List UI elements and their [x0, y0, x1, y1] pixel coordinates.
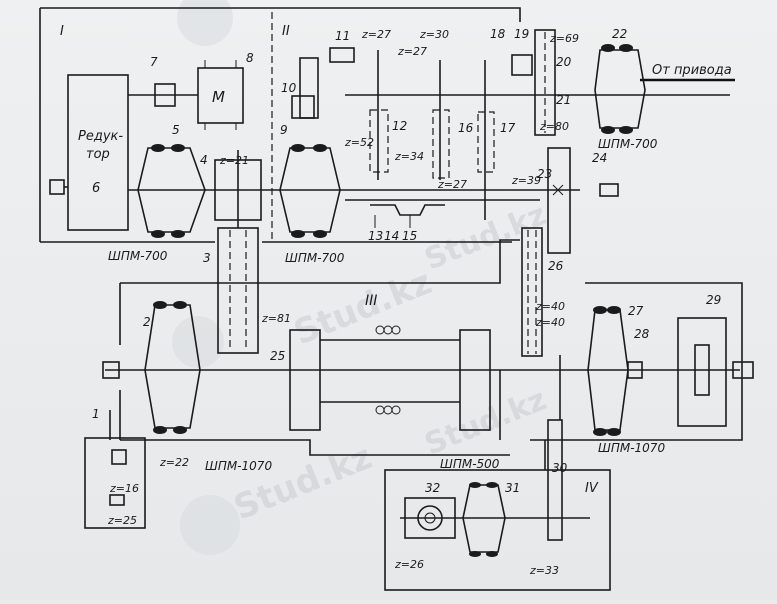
gear-4: 4 z=21: [200, 150, 262, 228]
watermark-logo: [172, 316, 224, 368]
connectors: [499, 355, 561, 470]
pulley-label: ШПМ-1070: [598, 441, 665, 455]
part-number-16: 16: [458, 121, 474, 135]
part-number-9: 9: [280, 123, 288, 137]
part-number-12: 12: [392, 119, 407, 133]
pulley-spm700-right: 22 ШПМ-700: [594, 27, 658, 151]
part-number-31: 31: [505, 481, 520, 495]
teeth-z27: z=27: [361, 28, 391, 41]
part-number-5: 5: [172, 123, 180, 137]
pulley-spm700-left: 5 ШПМ-700: [108, 123, 206, 263]
teeth-z27: z=27: [437, 178, 467, 191]
clutch-29: 29: [677, 293, 727, 427]
pulley-spm1070-left: 2 ШПМ-1070 z=22: [143, 301, 272, 473]
zone-aux-box: [84, 437, 146, 529]
pulley-spm700-middle: 9 ШПМ-700: [279, 123, 345, 265]
watermark-logo: [180, 495, 240, 555]
part-number-20: 20: [556, 55, 572, 69]
zone-four-mechanism: IV ШПМ-500 30 31 32 z=26 z=33: [394, 419, 599, 577]
zone-one-border: [39, 7, 521, 243]
part-number-19: 19: [514, 27, 529, 41]
part-number-21: 21: [556, 93, 571, 107]
part-number-18: 18: [490, 27, 506, 41]
watermark-text: Stud.kz: [228, 437, 377, 528]
pulley-label: ШПМ-500: [440, 457, 500, 471]
part-number-14: 14: [384, 229, 399, 243]
part-number-17: 17: [500, 121, 516, 135]
zone-label-four: IV: [585, 481, 599, 496]
teeth-z21: z=21: [219, 154, 249, 167]
teeth-z40: z=40: [535, 300, 565, 313]
part-number-3: 3: [203, 251, 211, 265]
part-number-22: 22: [612, 27, 627, 41]
part-number-11: 11: [335, 29, 350, 43]
part-number-15: 15: [402, 229, 417, 243]
part-number-24: 24: [592, 151, 607, 165]
part-number-2: 2: [143, 315, 151, 329]
watermark-logo: [177, 0, 233, 46]
motor-block: M 7 8: [128, 51, 254, 130]
pulley-label: ШПМ-700: [285, 251, 345, 265]
gearbox-zone-two: I II От привода 11 10 z=27 12 z=52 z=27 …: [60, 24, 735, 254]
motor-label: M: [212, 88, 225, 106]
zone-four-frame: [384, 469, 611, 591]
aux-mechanism-1: 1 z=16 z=25: [92, 407, 139, 527]
upper-shaft: [128, 189, 580, 201]
chain-drive-26: 26 z=40 z=40: [521, 227, 565, 357]
teeth-z40: z=40: [535, 316, 565, 329]
part-number-23: 23: [537, 167, 552, 181]
part-number-28: 28: [634, 327, 650, 341]
reducer-label: Редук-: [78, 129, 123, 144]
part-number-29: 29: [706, 293, 721, 307]
zone-label-three: III: [365, 293, 377, 309]
chain-drive-3: 3 z=81: [203, 227, 291, 354]
part-number-13: 13: [368, 229, 383, 243]
part-number-10: 10: [281, 81, 297, 95]
teeth-z27: z=27: [397, 45, 427, 58]
part-number-7: 7: [150, 55, 158, 69]
teeth-z26: z=26: [394, 558, 424, 571]
teeth-z81: z=81: [261, 312, 291, 325]
teeth-z25: z=25: [107, 514, 137, 527]
part-number-27: 27: [628, 304, 644, 318]
pulley-spm1070-right: 27 28 ШПМ-1070: [587, 304, 665, 455]
zone-label-two: II: [282, 24, 290, 39]
pulley-label: ШПМ-700: [108, 249, 168, 263]
teeth-z30: z=30: [419, 28, 449, 41]
teeth-z80: z=80: [539, 120, 569, 133]
zone-label-one: I: [60, 24, 64, 39]
teeth-z52: z=52: [344, 136, 374, 149]
teeth-z39: z=39: [511, 174, 541, 187]
teeth-z34: z=34: [394, 150, 424, 163]
part-number-30: 30: [552, 461, 568, 475]
pulley-label: ШПМ-1070: [205, 459, 272, 473]
lower-main-shaft: 25 III: [102, 293, 754, 431]
reducer-block: Редук- тор 6: [49, 74, 129, 231]
part-number-25: 25: [270, 349, 285, 363]
part-number-26: 26: [548, 259, 564, 273]
part-number-4: 4: [200, 153, 208, 167]
teeth-z69: z=69: [549, 32, 579, 45]
part-number-1: 1: [92, 407, 100, 421]
watermark-text: Stud.kz: [420, 382, 551, 462]
teeth-z22: z=22: [159, 456, 189, 469]
teeth-z16: z=16: [109, 482, 139, 495]
reducer-label: тор: [86, 147, 110, 162]
drive-label: От привода: [652, 63, 732, 78]
part-number-8: 8: [246, 51, 254, 65]
reducer-number: 6: [92, 181, 100, 196]
pulley-label: ШПМ-700: [598, 137, 658, 151]
part-number-32: 32: [425, 481, 440, 495]
teeth-z33: z=33: [529, 564, 559, 577]
